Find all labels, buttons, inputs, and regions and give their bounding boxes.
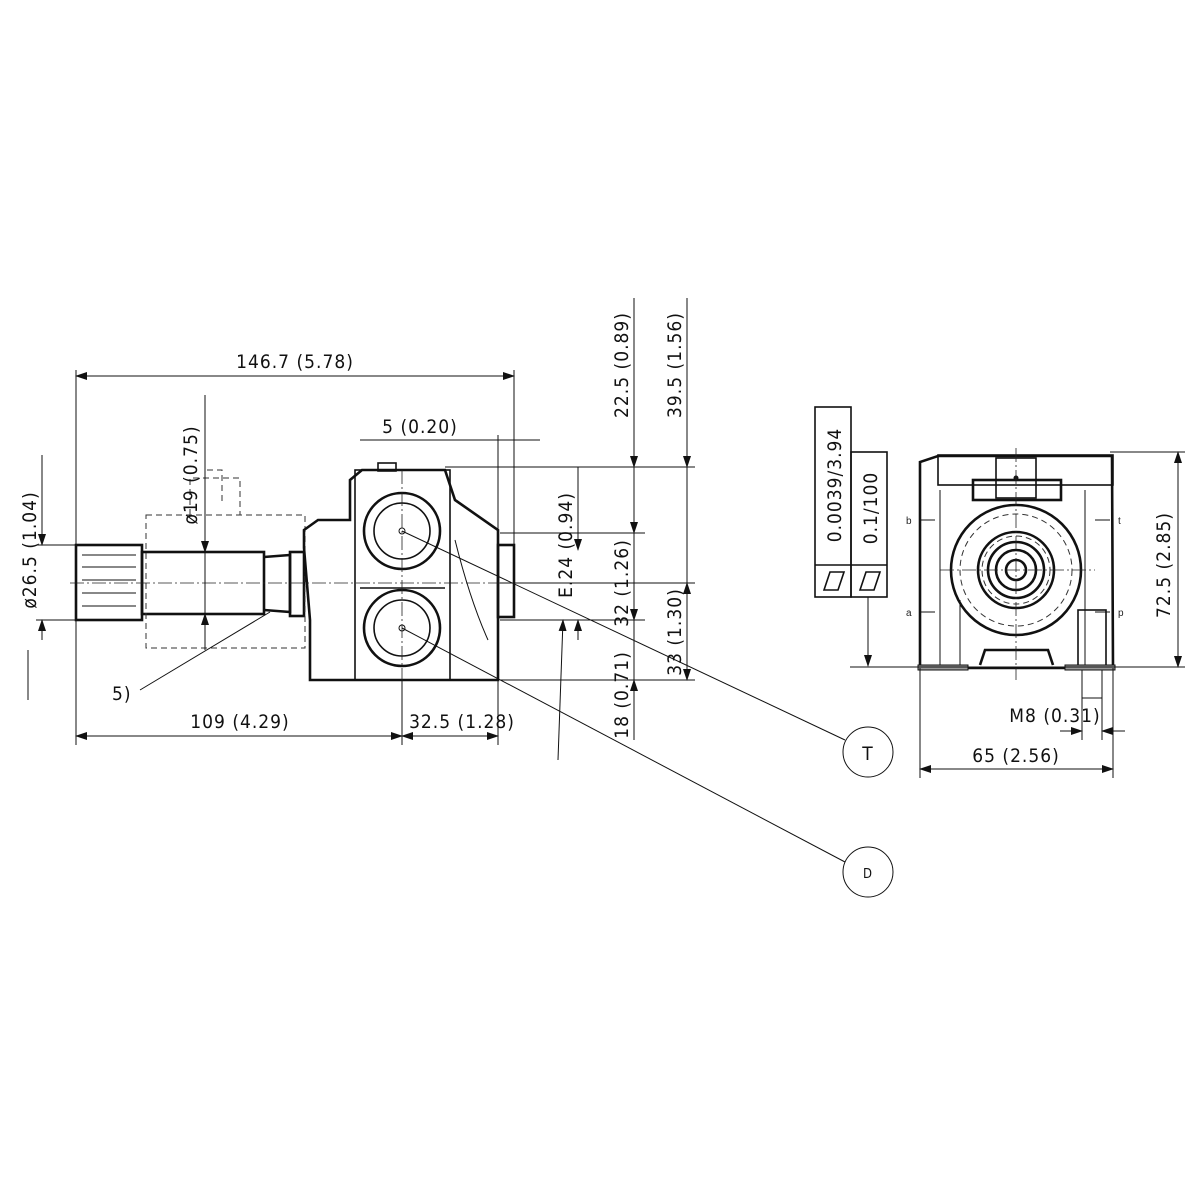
- note-5-callout: 5): [112, 683, 132, 705]
- port-letter-a: a: [906, 608, 912, 619]
- flatness-icon: [858, 571, 882, 591]
- knurled-knob: [74, 543, 144, 622]
- port-d-label: D: [863, 867, 873, 882]
- dim-width-65: 65 (2.56): [972, 745, 1060, 767]
- dim-length-32-5: 32.5 (1.28): [409, 711, 515, 733]
- dim-height-32: 32 (1.26): [611, 539, 633, 627]
- dim-height-18: 18 (0.71): [611, 651, 633, 739]
- dim-offset-5: 5 (0.20): [382, 416, 458, 438]
- port-letter-t: t: [1118, 516, 1121, 527]
- dim-dia-19: ø19 (0.75): [180, 425, 202, 524]
- dim-height-33: 33 (1.30): [664, 588, 686, 676]
- dim-overall-length: 146.7 (5.78): [236, 351, 354, 373]
- dim-dia-26-5: ø26.5 (1.04): [19, 491, 41, 608]
- valve-body: [302, 462, 516, 682]
- dim-height-72-5: 72.5 (2.85): [1153, 512, 1175, 618]
- port-d-callout: [842, 846, 894, 898]
- port-t-label: T: [861, 743, 873, 765]
- dim-thread-m8: M8 (0.31): [1009, 705, 1100, 727]
- port-letter-b: b: [906, 516, 912, 527]
- flatness-value-2: 0.1/100: [860, 472, 882, 545]
- dim-height-22-5: 22.5 (0.89): [611, 312, 633, 418]
- flatness-value-1: 0.0039/3.94: [824, 428, 846, 543]
- flatness-icon: [822, 571, 846, 591]
- flatness-tolerance-frame: 0.0039/3.94 0.1/100: [814, 406, 1125, 668]
- dim-length-109: 109 (4.29): [190, 711, 289, 733]
- port-t-callout: [842, 726, 894, 778]
- dim-e-24: E.24 (0.94): [555, 492, 577, 598]
- side-view: 146.7 (5.78) 5 (0.20) ø19 (0.75) ø26.5 (…: [19, 298, 894, 898]
- port-letter-p: p: [1118, 608, 1124, 619]
- front-view: b t a p 0.0039/3.94 0.1/100 72.5 (2.85) …: [814, 406, 1185, 778]
- dim-height-39-5: 39.5 (1.56): [664, 312, 686, 418]
